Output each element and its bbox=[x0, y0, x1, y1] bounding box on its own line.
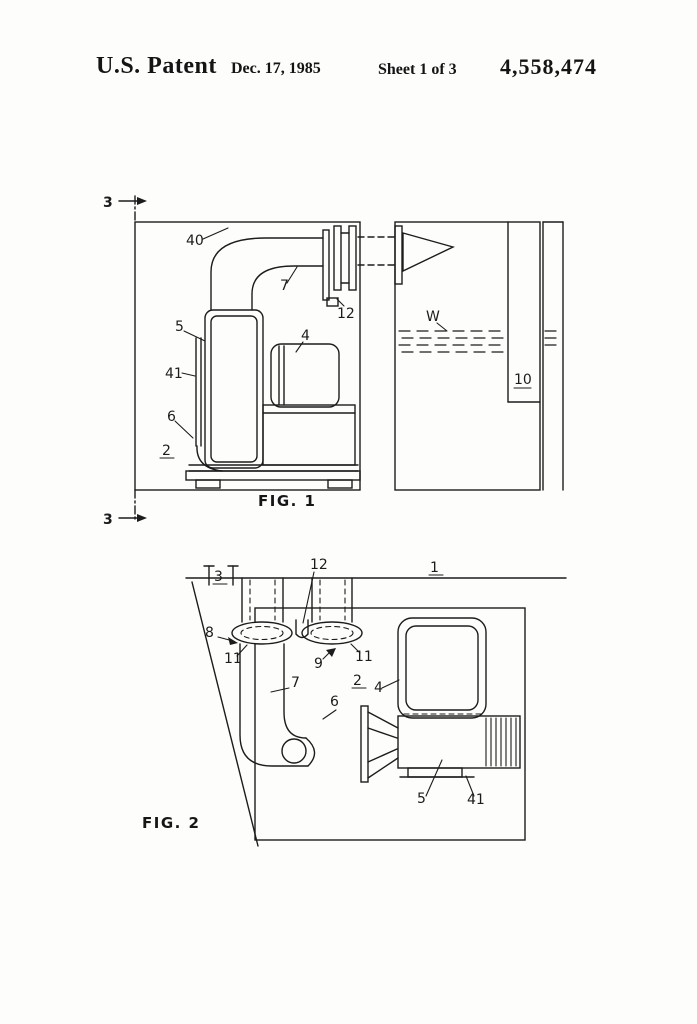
fig2-blower bbox=[360, 705, 521, 783]
fig2-leader-lines bbox=[212, 571, 475, 797]
fig1-motor bbox=[270, 343, 340, 408]
fig1-label-6: 6 bbox=[167, 409, 176, 425]
fig2-label-8: 8 bbox=[205, 625, 214, 641]
fig2-drawing: 3 1 12 8 11 11 9 7 2 6 4 5 41 FIG. 2 bbox=[142, 557, 567, 847]
fig2-motor bbox=[397, 617, 487, 719]
fig2-label-3: 3 bbox=[214, 569, 223, 585]
fig2-caption: FIG. 2 bbox=[142, 814, 201, 832]
patent-number: 4,558,474 bbox=[500, 54, 597, 79]
fig2-labels: 3 1 12 8 11 11 9 7 2 6 4 5 41 FIG. 2 bbox=[142, 557, 485, 832]
fig2-label-7: 7 bbox=[291, 675, 300, 691]
fig1-drawing: 3 3 40 7 12 5 41 6 2 4 W 10 FIG. 1 bbox=[103, 195, 564, 528]
fig1-casing bbox=[262, 404, 356, 466]
fig1-label-section-top: 3 bbox=[103, 195, 113, 211]
fig1-label-5: 5 bbox=[175, 319, 184, 335]
fig1-machine-room-outline bbox=[134, 221, 361, 491]
fig1-tank bbox=[394, 221, 564, 491]
patent-date: Dec. 17, 1985 bbox=[231, 60, 321, 77]
fig2-duct bbox=[239, 643, 316, 767]
fig2-label-11-right: 11 bbox=[355, 649, 373, 665]
fig2-label-11-left: 11 bbox=[224, 651, 242, 667]
sheet-number: Sheet 1 of 3 bbox=[378, 61, 457, 78]
fig2-room-outline bbox=[254, 607, 526, 841]
fig1-label-41: 41 bbox=[165, 366, 183, 382]
fig2-label-1: 1 bbox=[430, 560, 439, 576]
fig1-base bbox=[185, 464, 361, 489]
fig2-label-12: 12 bbox=[310, 557, 328, 573]
fig1-label-4: 4 bbox=[301, 328, 310, 344]
fig1-flange bbox=[322, 225, 357, 307]
fig1-label-section-bottom: 3 bbox=[103, 512, 113, 528]
fig1-label-7: 7 bbox=[280, 278, 289, 294]
fig2-pipes bbox=[241, 577, 353, 623]
fig2-section-marker bbox=[203, 565, 239, 586]
fig2-label-9: 9 bbox=[314, 656, 323, 672]
fig1-labels: 3 3 40 7 12 5 41 6 2 4 W 10 FIG. 1 bbox=[103, 195, 532, 528]
fig1-label-2: 2 bbox=[162, 443, 171, 459]
fig1-bend bbox=[196, 445, 223, 472]
fig1-discharge-nozzle bbox=[394, 225, 455, 285]
fig2-label-4: 4 bbox=[374, 680, 383, 696]
patent-title: U.S. Patent bbox=[96, 53, 217, 79]
fig2-label-6: 6 bbox=[330, 694, 339, 710]
fig1-housing bbox=[204, 309, 264, 469]
fig1-caption: FIG. 1 bbox=[258, 492, 317, 510]
fig1-label-w: W bbox=[426, 309, 440, 325]
fig2-clamp bbox=[295, 619, 309, 639]
fig1-label-40: 40 bbox=[186, 233, 204, 249]
fig1-guide-strip bbox=[195, 337, 202, 447]
fig1-section-marks bbox=[118, 195, 147, 522]
fig2-flange-left bbox=[231, 621, 293, 645]
fig1-water-level bbox=[398, 330, 562, 353]
fig2-flange-right bbox=[301, 621, 363, 645]
fig1-label-12: 12 bbox=[337, 306, 355, 322]
fig2-label-5: 5 bbox=[417, 791, 426, 807]
fig1-hidden-pipe bbox=[357, 236, 397, 266]
fig1-label-10: 10 bbox=[514, 372, 532, 388]
fig1-leader-lines bbox=[159, 227, 532, 459]
fig2-label-41: 41 bbox=[467, 792, 485, 808]
fig1-duct bbox=[210, 237, 324, 311]
fig2-hull-line bbox=[191, 581, 259, 847]
fig2-label-2: 2 bbox=[353, 673, 362, 689]
